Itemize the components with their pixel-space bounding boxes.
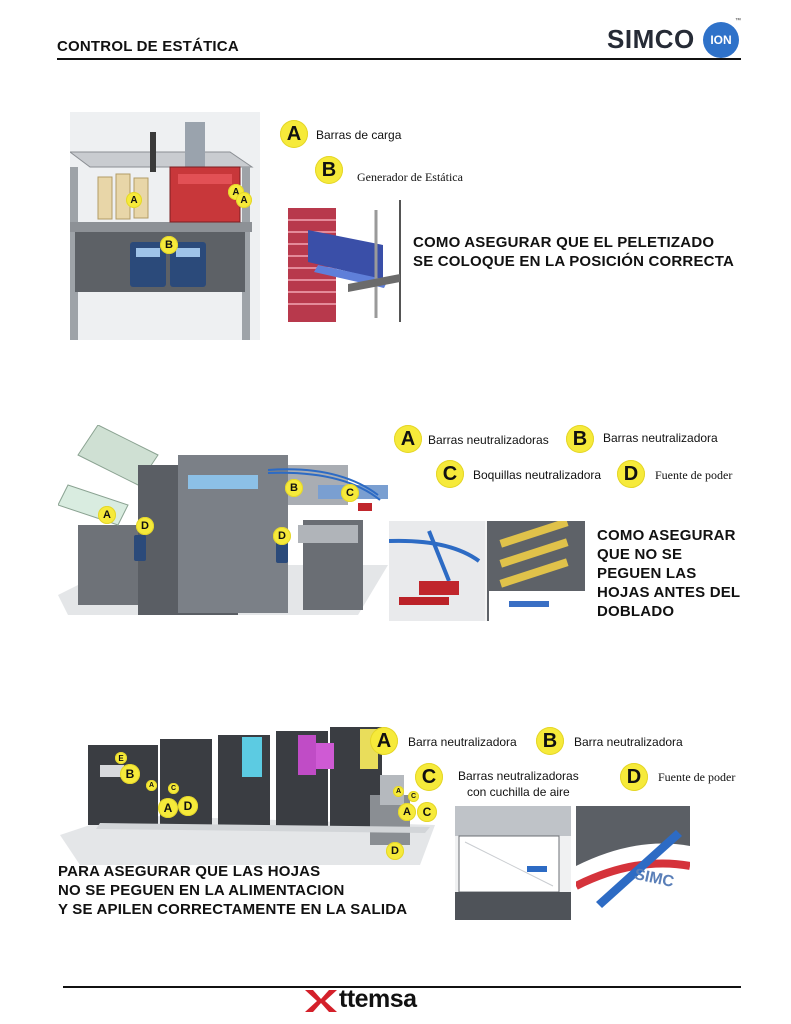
callout-e-press: E: [115, 752, 127, 764]
delivery-closeup-illustration: SIMC: [576, 806, 690, 920]
ttemsa-logo: ttemsa: [305, 985, 455, 1014]
logo-ion-circle: ION: [703, 22, 739, 58]
callout-c-press-small: C: [168, 783, 179, 794]
section1-headline-line-2: SE COLOQUE EN LA POSICIÓN CORRECTA: [413, 253, 734, 270]
feeder-closeup-illustration: [455, 806, 571, 920]
callout-b-1: B: [160, 236, 178, 254]
callout-a-3: A: [236, 192, 252, 208]
section3-headline-line-1: PARA ASEGURAR QUE LAS HOJAS: [58, 863, 321, 880]
label-fuente-de-poder: Fuente de poder: [655, 468, 733, 482]
badge-c: C: [436, 460, 464, 488]
callout-a-press-small: A: [146, 780, 157, 791]
callout-c-delivery-small: C: [408, 791, 419, 802]
callout-b-folder: B: [285, 479, 303, 497]
section3-headline-line-2: NO SE PEGUEN EN LA ALIMENTACION: [58, 882, 345, 899]
badge-d: D: [617, 460, 645, 488]
callout-d-folder-1: D: [136, 517, 154, 535]
section2-headline-line-2: QUE NO SE: [597, 546, 683, 563]
simco-ion-logo: SIMCO ION ™: [607, 18, 741, 58]
callout-d-delivery: D: [386, 842, 404, 860]
section2-headline-line-5: DOBLADO: [597, 603, 675, 620]
label-barras-cuchilla-line-1: Barras neutralizadoras: [458, 769, 579, 783]
badge-a: A: [370, 727, 398, 755]
pelletizer-machine-illustration: [70, 112, 260, 340]
section3-headline-line-3: Y SE APILEN CORRECTAMENTE EN LA SALIDA: [58, 901, 408, 918]
section2-headline: COMO ASEGURAR QUE NO SE PEGUEN LAS HOJAS…: [597, 526, 740, 621]
label-barras-cuchilla-line-2: con cuchilla de aire: [467, 785, 570, 799]
callout-a-delivery-small: A: [393, 786, 404, 797]
logo-trademark: ™: [735, 18, 741, 24]
section3-headline: PARA ASEGURAR QUE LAS HOJAS NO SE PEGUEN…: [58, 862, 407, 919]
header-divider: [57, 58, 741, 60]
footer-divider: [63, 986, 741, 988]
label-barra-neutralizadora-b: Barra neutralizadora: [574, 735, 683, 749]
label-barras-cuchilla-de-aire: Barras neutralizadoras con cuchilla de a…: [458, 768, 579, 800]
ttemsa-logo-text: ttemsa: [339, 985, 417, 1013]
callout-c-folder: C: [341, 484, 359, 502]
section1-headline: COMO ASEGURAR QUE EL PELETIZADO SE COLOQ…: [413, 233, 734, 271]
label-barras-neutralizadora: Barras neutralizadora: [603, 431, 718, 445]
label-fuente-de-poder-press: Fuente de poder: [658, 770, 736, 784]
nozzles-closeup-illustration: [389, 521, 585, 621]
callout-a-folder: A: [98, 506, 116, 524]
badge-b: B: [536, 727, 564, 755]
section2-headline-line-1: COMO ASEGURAR: [597, 527, 736, 544]
label-barras-de-carga: Barras de carga: [316, 128, 402, 142]
callout-c-delivery: C: [417, 802, 437, 822]
label-barras-neutralizadoras: Barras neutralizadoras: [428, 433, 549, 447]
badge-b: B: [315, 156, 343, 184]
callout-a-press: A: [158, 798, 178, 818]
printing-press-illustration: [60, 715, 435, 865]
callout-d-folder-2: D: [273, 527, 291, 545]
logo-simco-text: SIMCO: [607, 24, 695, 54]
ttemsa-mark-icon: [305, 990, 337, 1012]
label-boquillas-neutralizadora: Boquillas neutralizadora: [473, 468, 602, 482]
section1-headline-line-1: COMO ASEGURAR QUE EL PELETIZADO: [413, 234, 715, 251]
section2-headline-line-4: HOJAS ANTES DEL: [597, 584, 741, 601]
badge-c: C: [415, 763, 443, 791]
label-barra-neutralizadora-a: Barra neutralizadora: [408, 735, 517, 749]
badge-a: A: [394, 425, 422, 453]
badge-a: A: [280, 120, 308, 148]
charging-bar-closeup-illustration: [288, 200, 406, 322]
section2-headline-line-3: PEGUEN LAS: [597, 565, 697, 582]
badge-d: D: [620, 763, 648, 791]
folding-machine-illustration: [58, 425, 388, 615]
page-title: CONTROL DE ESTÁTICA: [57, 38, 239, 55]
callout-a-delivery: A: [398, 803, 416, 821]
label-generador-de-estatica: Generador de Estática: [357, 170, 463, 184]
callout-d-press: D: [178, 796, 198, 816]
callout-b-press: B: [120, 764, 140, 784]
badge-b: B: [566, 425, 594, 453]
callout-a-1: A: [126, 192, 142, 208]
